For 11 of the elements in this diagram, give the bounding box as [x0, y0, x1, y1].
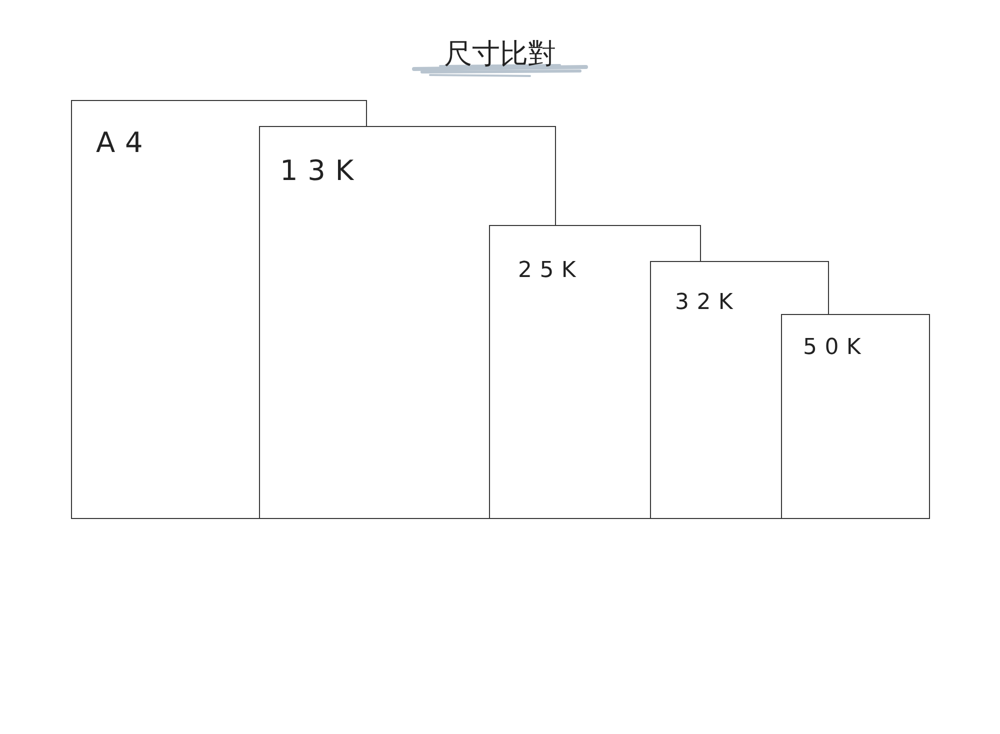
size-label: 13K: [280, 157, 364, 185]
paper-size-box: [259, 126, 489, 519]
paper-size-box: [781, 314, 930, 519]
paper-size-box: [650, 261, 781, 519]
size-label: 25K: [518, 260, 584, 282]
title: 尺寸比對: [444, 37, 556, 70]
size-label: 32K: [675, 292, 741, 314]
paper-size-box: [489, 225, 650, 519]
size-label: A4: [96, 129, 153, 157]
paper-size-box: [71, 100, 259, 519]
size-label: 50K: [803, 337, 869, 359]
